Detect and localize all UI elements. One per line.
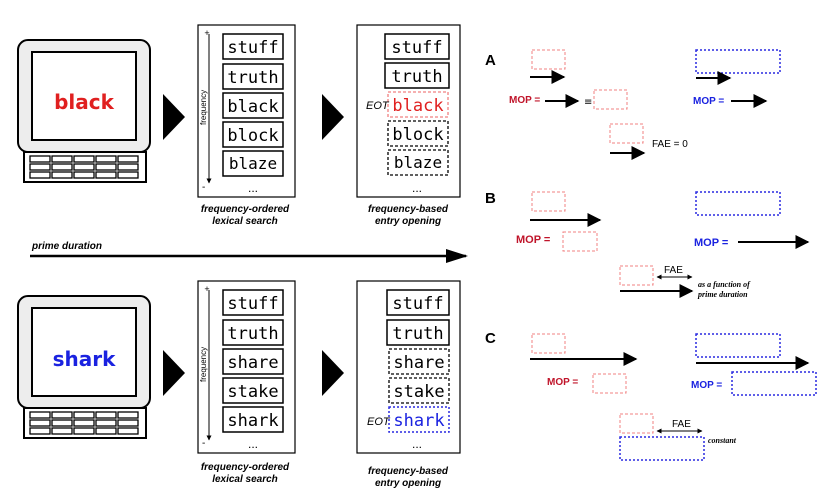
flow-arrowhead-2 (322, 94, 344, 140)
panel-letter-b: B (485, 190, 496, 207)
word-bottom-2-5: shark (393, 411, 444, 431)
b-fae-label: FAE (664, 265, 683, 276)
monitor-bottom: shark (17, 295, 151, 417)
keyboard-top (23, 151, 147, 183)
b-blue-box (695, 191, 781, 216)
a-mop-label-red: MOP = (509, 95, 540, 106)
c-blue-box-2 (619, 436, 705, 461)
c-mop-label-red: MOP = (547, 377, 578, 388)
b-prime-box (531, 191, 566, 212)
ellipsis-bottom-2: ... (412, 437, 422, 451)
word-top-1-3: black (227, 97, 278, 117)
flow-arrowhead-3 (163, 350, 185, 396)
c-fae-box (619, 413, 654, 434)
word-top-2-1: stuff (391, 38, 442, 58)
minus-sign-top: - (202, 182, 205, 193)
caption-search-bottom-2: lexical search (212, 474, 278, 485)
c-mop-box (592, 373, 627, 394)
opening-words-bottom: stuff truth share stake shark (386, 289, 450, 433)
word-top-1-5: blaze (229, 154, 277, 173)
word-top-1-2: truth (227, 68, 278, 88)
word-top-1-4: block (227, 126, 278, 146)
b-mop-label-blue: MOP = (694, 237, 728, 249)
caption-opening-bottom-1: frequency-based (368, 466, 449, 477)
search-words-top: stuff truth black block blaze (222, 33, 284, 177)
monitor-top: black (17, 39, 151, 161)
word-top-2-3: black (392, 96, 443, 116)
prime-duration-label: prime duration (31, 241, 102, 252)
frequency-axis-label-bottom: frequency (199, 347, 208, 382)
b-note-2: prime duration (697, 290, 748, 299)
word-bottom-1-5: shark (227, 411, 278, 431)
b-note-1: as a function of (698, 280, 751, 289)
caption-search-top-1: frequency-ordered (201, 204, 290, 215)
caption-opening-bottom-2: entry opening (375, 478, 441, 489)
opening-words-top: stuff truth black block blaze (384, 33, 450, 176)
flow-arrowhead-4 (322, 350, 344, 396)
monitor-bottom-word: shark (53, 347, 117, 371)
monitor-top-word: black (54, 90, 115, 114)
ellipsis-top-2: ... (412, 181, 422, 195)
b-mop-box (562, 231, 598, 252)
word-bottom-1-2: truth (227, 324, 278, 344)
a-blue-box (695, 49, 781, 74)
ellipsis-top-1: ... (248, 181, 258, 195)
eot-label-top: EOT (366, 100, 390, 112)
frequency-axis-label-top: frequency (199, 90, 208, 125)
word-top-1-1: stuff (227, 38, 278, 58)
search-words-bottom: stuff truth share stake shark (222, 289, 284, 433)
c-prime-box (531, 333, 566, 354)
c-mop-blue-box (731, 371, 817, 396)
word-top-2-5: blaze (394, 153, 442, 172)
c-fae-label: FAE (672, 419, 691, 430)
panel-letter-c: C (485, 330, 496, 347)
b-fae-box (619, 265, 654, 286)
prime-duration-arrowhead (446, 249, 468, 263)
panel-letter-a: A (485, 52, 496, 69)
b-mop-label-red: MOP = (516, 234, 550, 246)
flow-arrowhead-1 (163, 94, 185, 140)
word-bottom-2-4: stake (393, 382, 444, 402)
a-mop-box (593, 89, 628, 110)
word-top-2-2: truth (391, 67, 442, 87)
a-mop-label-blue: MOP = (693, 96, 724, 107)
minus-sign-bottom: - (202, 438, 205, 449)
caption-search-bottom-1: frequency-ordered (201, 462, 290, 473)
word-bottom-1-4: stake (227, 382, 278, 402)
a-fae-label: FAE = 0 (652, 139, 688, 150)
word-top-2-4: block (392, 125, 443, 145)
caption-search-top-2: lexical search (212, 216, 278, 227)
plus-sign-top: + (204, 28, 209, 38)
c-note: constant (708, 436, 737, 445)
eot-label-bottom: EOT (367, 416, 391, 428)
word-bottom-2-1: stuff (392, 294, 443, 314)
caption-opening-top-1: frequency-based (368, 204, 449, 215)
plus-sign-bottom: + (204, 284, 209, 294)
a-fae-box (609, 123, 644, 144)
a-equiv-sign: ≡ (584, 97, 592, 108)
ellipsis-bottom-1: ... (248, 437, 258, 451)
word-bottom-1-3: share (227, 353, 278, 373)
caption-opening-top-2: entry opening (375, 216, 441, 227)
word-bottom-2-3: share (393, 353, 444, 373)
keyboard-bottom (23, 407, 147, 439)
c-blue-box (695, 333, 781, 358)
a-prime-box (531, 49, 566, 70)
word-bottom-2-2: truth (392, 324, 443, 344)
c-mop-label-blue: MOP = (691, 380, 722, 391)
word-bottom-1-1: stuff (227, 294, 278, 314)
